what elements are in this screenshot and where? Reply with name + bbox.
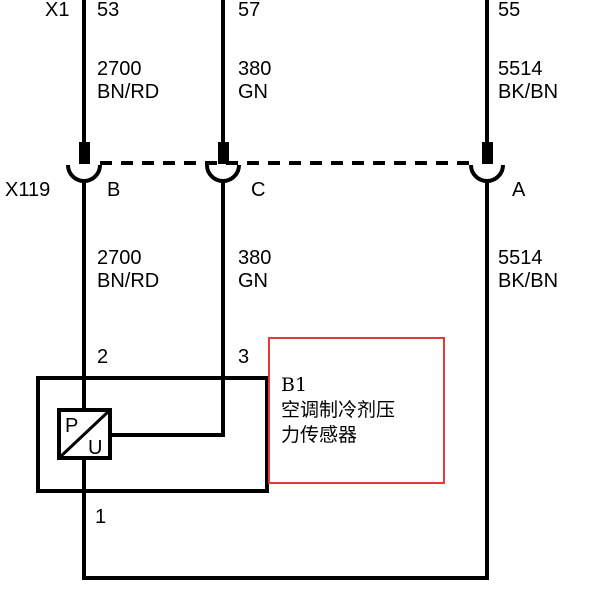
sensor-pin-1: 1: [95, 506, 106, 528]
color-code-b-lower: BN/RD: [97, 270, 159, 292]
color-code-a-upper: BK/BN: [498, 81, 558, 103]
component-id: B1: [281, 374, 307, 396]
connector-label-mid: X119: [5, 179, 50, 201]
component-name-line1: 空调制冷剂压: [281, 399, 395, 421]
connector-cup-c: [205, 164, 241, 183]
sensor-housing: [36, 376, 269, 493]
pin-block-b: [79, 142, 90, 164]
mid-pin-b: B: [107, 179, 120, 201]
connector-cup-a: [469, 164, 505, 183]
wire-c-lower: [96, 181, 225, 437]
color-code-c-upper: GN: [238, 81, 268, 103]
top-pin-b: 53: [97, 0, 119, 21]
circuit-b-upper: 2700: [97, 58, 142, 80]
sensor-pin-2: 2: [97, 346, 108, 368]
circuit-b-lower: 2700: [97, 247, 142, 269]
connector-label-top: X1: [45, 0, 69, 21]
color-code-b-upper: BN/RD: [97, 81, 159, 103]
color-code-c-lower: GN: [238, 270, 268, 292]
component-name-line2: 力传感器: [281, 424, 357, 446]
transducer-diagonal: [57, 408, 112, 460]
connector-cup-b: [66, 164, 102, 183]
circuit-a-lower: 5514: [498, 247, 543, 269]
color-code-a-lower: BK/BN: [498, 270, 558, 292]
transducer-label-p: P: [65, 415, 78, 437]
pin-block-c: [218, 142, 229, 164]
circuit-c-upper: 380: [238, 58, 271, 80]
sensor-pin-3: 3: [238, 346, 249, 368]
top-pin-a: 55: [498, 0, 520, 21]
circuit-a-upper: 5514: [498, 58, 543, 80]
pin-block-a: [482, 142, 493, 164]
transducer-label-u: U: [88, 437, 102, 459]
mid-pin-c: C: [251, 179, 265, 201]
top-pin-c: 57: [238, 0, 260, 21]
mid-pin-a: A: [512, 179, 526, 201]
circuit-c-lower: 380: [238, 247, 271, 269]
component-highlight-box: [268, 337, 445, 484]
